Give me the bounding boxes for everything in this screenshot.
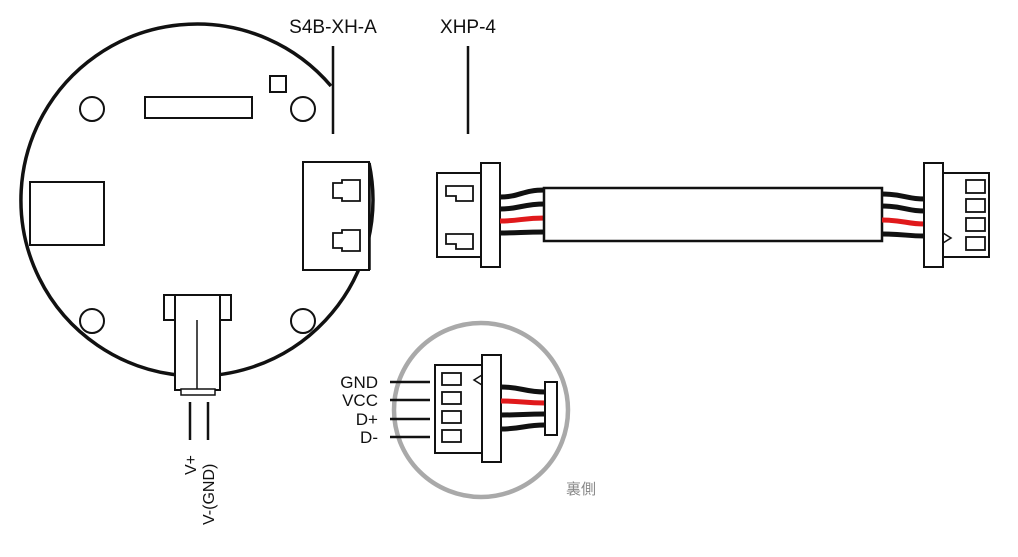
inset-wires: [500, 384, 546, 432]
label-s4b-xh-a: S4B-XH-A: [289, 17, 377, 38]
mounting-hole-top-right: [290, 96, 316, 122]
back-side-inset: [390, 320, 571, 500]
label-v-gnd: V-(GND): [201, 464, 218, 525]
pin-label-vcc: VCC: [342, 391, 378, 410]
cable-sheath: [542, 186, 884, 243]
label-v-plus: V+: [183, 455, 200, 475]
mounting-hole-bottom-left: [79, 308, 105, 334]
xhp-4-housing-left: [436, 162, 501, 268]
pcb-small-component: [269, 75, 287, 93]
label-back-side: 裏側: [566, 480, 596, 498]
cable-assembly: [436, 162, 990, 268]
pcb-outline: [19, 22, 375, 378]
inset-connector-housing: [434, 354, 502, 463]
pin-label-gnd: GND: [340, 373, 378, 392]
s4b-xh-a-connector: [302, 161, 370, 271]
pcb-slot-component: [144, 96, 253, 119]
label-xhp-4: XHP-4: [440, 17, 496, 38]
wire-bundle-right: [881, 191, 926, 239]
pin-label-dplus: D+: [356, 410, 378, 429]
inset-cable-stub: [544, 381, 558, 436]
pin-label-dminus: D-: [360, 428, 378, 447]
mounting-hole-top-left: [79, 96, 105, 122]
wire-bundle-left: [499, 187, 546, 236]
pcb-left-component: [29, 181, 105, 246]
xhp-4-housing-right: [923, 162, 990, 268]
pcb-board: [19, 22, 375, 440]
mounting-hole-bottom-right: [290, 308, 316, 334]
power-connector: [163, 294, 232, 396]
